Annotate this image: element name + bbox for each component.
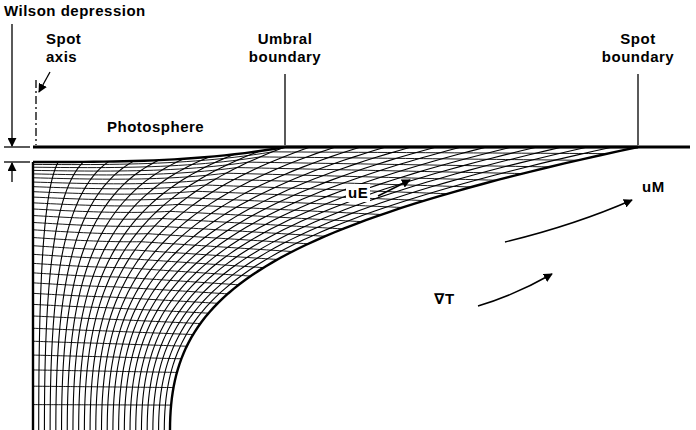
field-line	[153, 147, 563, 430]
isotherm-line	[33, 316, 200, 324]
flow-label: uM	[640, 178, 667, 196]
isotherm-line	[33, 152, 608, 165]
isotherm-line	[33, 273, 239, 285]
axis-line	[35, 80, 36, 145]
field-line	[147, 147, 537, 430]
spot-region	[33, 147, 638, 430]
isotherm-line	[33, 341, 187, 346]
field-line	[159, 147, 588, 430]
isotherm-line	[33, 355, 181, 359]
isotherm-line	[33, 238, 292, 252]
isotherm-line	[33, 162, 550, 171]
isotherm-line	[33, 147, 638, 162]
dimension-label: Wilson depression	[2, 2, 148, 20]
leader-line	[39, 72, 50, 92]
isotherm-line	[33, 328, 193, 334]
flow-arrow	[505, 200, 632, 242]
dimension-arrow	[11, 163, 12, 182]
isotherm-line	[33, 283, 228, 294]
field-hatching	[33, 147, 638, 430]
isotherm-line	[33, 304, 209, 313]
isotherm-line	[33, 222, 325, 236]
boundary-tick	[284, 74, 285, 145]
photosphere-line	[33, 146, 690, 149]
field-line	[90, 147, 285, 430]
boundary-tick	[637, 74, 638, 145]
field-line	[170, 147, 638, 430]
gradient-arrow	[478, 274, 552, 306]
isotherm-line	[33, 293, 218, 303]
boundary-label: Spot boundary	[594, 30, 682, 66]
isotherm-line	[33, 216, 343, 229]
gradient-label: ∇T	[432, 290, 457, 308]
isotherm-line	[33, 230, 308, 244]
dimension-arrow	[11, 24, 12, 146]
isotherm-line	[33, 263, 251, 276]
flow-arrow	[378, 180, 410, 196]
flow-label: uE	[346, 184, 370, 202]
field-line	[164, 147, 613, 430]
field-line	[79, 154, 235, 430]
isotherm-line	[33, 370, 177, 372]
isotherm-line	[33, 386, 173, 387]
field-line	[136, 147, 487, 430]
field-line	[130, 147, 462, 430]
isotherm-line	[33, 173, 496, 180]
isotherm-line	[33, 404, 171, 405]
boundary-label: Umbral boundary	[241, 30, 329, 66]
layer-label: Photosphere	[105, 118, 206, 136]
field-line	[32, 162, 34, 430]
axis-label: Spot axis	[44, 30, 100, 66]
dimension-tick	[4, 146, 30, 147]
dimension-tick	[4, 161, 30, 162]
